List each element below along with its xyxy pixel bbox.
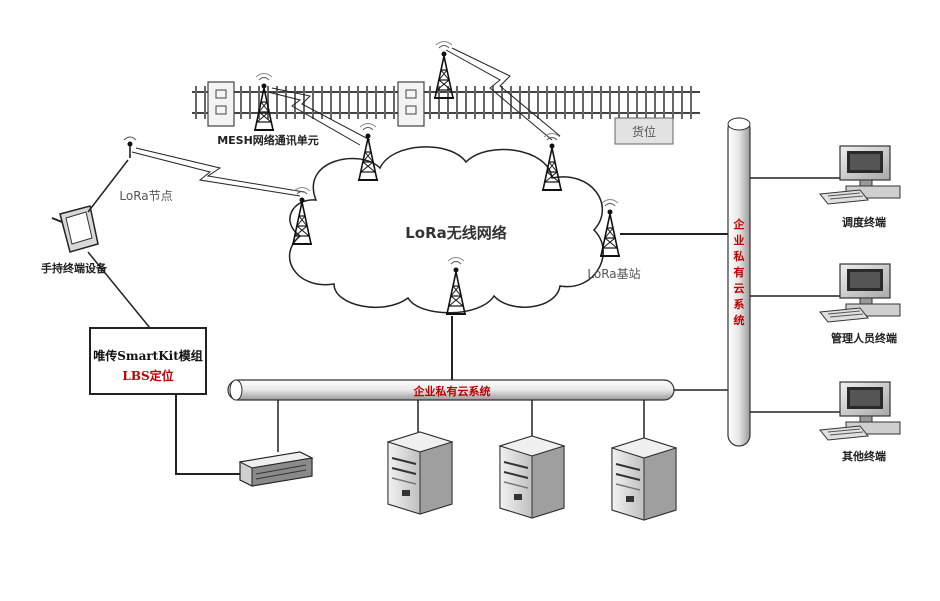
server-2 — [499, 435, 565, 519]
rail-gate-left — [207, 81, 235, 127]
mesh-unit-label: MESH网络通讯单元 — [217, 133, 319, 147]
lora-node-antenna — [123, 136, 137, 158]
terminal-dispatch — [819, 145, 901, 205]
terminal-manager — [819, 263, 901, 323]
module-line1: 唯传SmartKit模组 — [93, 348, 203, 363]
enterprise-cloud-v-char-5: 系 — [734, 297, 745, 311]
railway-track — [192, 86, 700, 119]
module-line2: LBS定位 — [122, 368, 173, 383]
enterprise-cloud-pipe-horizontal: 企业私有云系统 — [227, 379, 675, 401]
smartkit-module-box: 唯传SmartKit模组 LBS定位 — [89, 327, 207, 395]
lora-base-label: LoRa基站 — [587, 267, 640, 281]
dispatch-terminal-label: 调度终端 — [842, 215, 886, 229]
wireless-links — [131, 47, 561, 197]
lora-node-label: LoRa节点 — [119, 189, 172, 203]
server-links — [277, 400, 645, 452]
enterprise-cloud-v-char-1: 业 — [734, 233, 745, 247]
enterprise-cloud-v-char-3: 有 — [734, 265, 745, 279]
enterprise-cloud-pipe-vertical: 企 业 私 有 云 系 统 — [727, 117, 751, 447]
server-3 — [611, 437, 677, 521]
cargo-label: 货位 — [632, 124, 656, 139]
other-terminal-label: 其他终端 — [842, 449, 886, 463]
tower-cloud-top-left — [357, 122, 379, 181]
server-1 — [387, 431, 453, 515]
rail-gate-right — [397, 81, 425, 127]
cloud-title: LoRa无线网络 — [405, 224, 507, 242]
handheld-label: 手持终端设备 — [41, 261, 108, 275]
manager-terminal-label: 管理人员终端 — [831, 331, 897, 345]
cargo-location: 货位 — [614, 117, 674, 145]
handheld-links — [87, 159, 151, 329]
tower-mesh-2 — [433, 40, 455, 99]
handheld-device — [51, 205, 99, 253]
tower-cloud-top-right — [541, 132, 563, 191]
storage-rack — [238, 451, 314, 487]
tower-mesh-1 — [253, 72, 275, 131]
enterprise-cloud-h-label: 企业私有云系统 — [413, 384, 491, 398]
terminal-other — [819, 381, 901, 441]
enterprise-cloud-v-char-0: 企 — [733, 217, 746, 231]
enterprise-cloud-v-char-2: 私 — [734, 249, 745, 263]
terminal-links — [750, 177, 848, 413]
enterprise-cloud-v-char-4: 云 — [734, 282, 745, 295]
enterprise-cloud-v-char-6: 统 — [734, 313, 745, 327]
module-link — [175, 394, 242, 475]
lora-cloud — [288, 146, 604, 314]
